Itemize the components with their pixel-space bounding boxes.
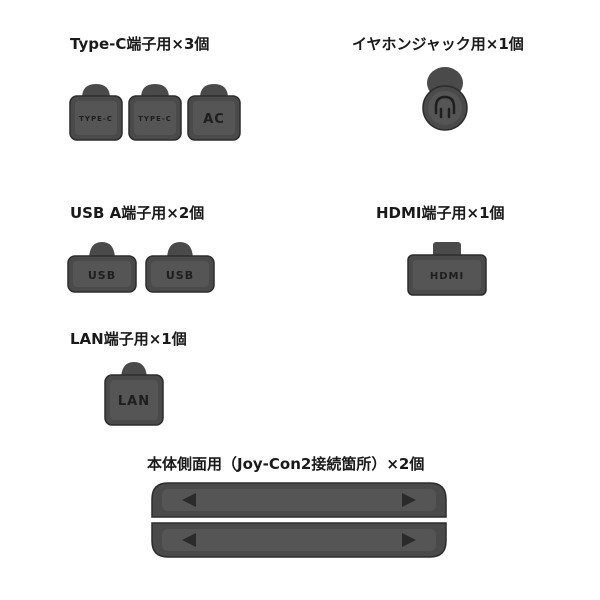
arrow-right-icon bbox=[402, 493, 416, 507]
typec-cap-3-label: AC bbox=[203, 112, 225, 127]
arrow-left-icon bbox=[182, 493, 196, 507]
hdmi-cap-label: HDMI bbox=[430, 271, 464, 282]
typec-cap-1: TYPE-C bbox=[68, 80, 124, 144]
side-cover-2 bbox=[150, 521, 448, 559]
lan-cap: LAN bbox=[103, 360, 165, 428]
side-cover-1 bbox=[150, 481, 448, 519]
usba-cap-2: USB bbox=[144, 238, 216, 296]
hdmi-cap: HDMI bbox=[406, 238, 488, 298]
arrow-left-icon bbox=[182, 533, 196, 547]
usba-title: USB A端子用×2個 bbox=[70, 204, 205, 222]
hdmi-title: HDMI端子用×1個 bbox=[376, 204, 505, 222]
side-title: 本体側面用（Joy-Con2接続箇所）×2個 bbox=[147, 455, 425, 473]
lan-cap-label: LAN bbox=[118, 394, 150, 409]
typec-cap-2-label: TYPE-C bbox=[138, 115, 172, 123]
earphone-cap bbox=[417, 65, 473, 133]
typec-cap-1-label: TYPE-C bbox=[79, 115, 113, 123]
typec-cap-2: TYPE-C bbox=[127, 80, 183, 144]
typec-title: Type-C端子用×3個 bbox=[70, 35, 210, 53]
usba-cap-1-label: USB bbox=[88, 269, 116, 282]
usba-cap-2-label: USB bbox=[166, 269, 194, 282]
arrow-right-icon bbox=[402, 533, 416, 547]
earphone-title: イヤホンジャック用×1個 bbox=[352, 35, 524, 53]
headphones-icon bbox=[434, 95, 456, 119]
lan-title: LAN端子用×1個 bbox=[70, 330, 187, 348]
typec-cap-3: AC bbox=[186, 80, 242, 144]
usba-cap-1: USB bbox=[66, 238, 138, 296]
